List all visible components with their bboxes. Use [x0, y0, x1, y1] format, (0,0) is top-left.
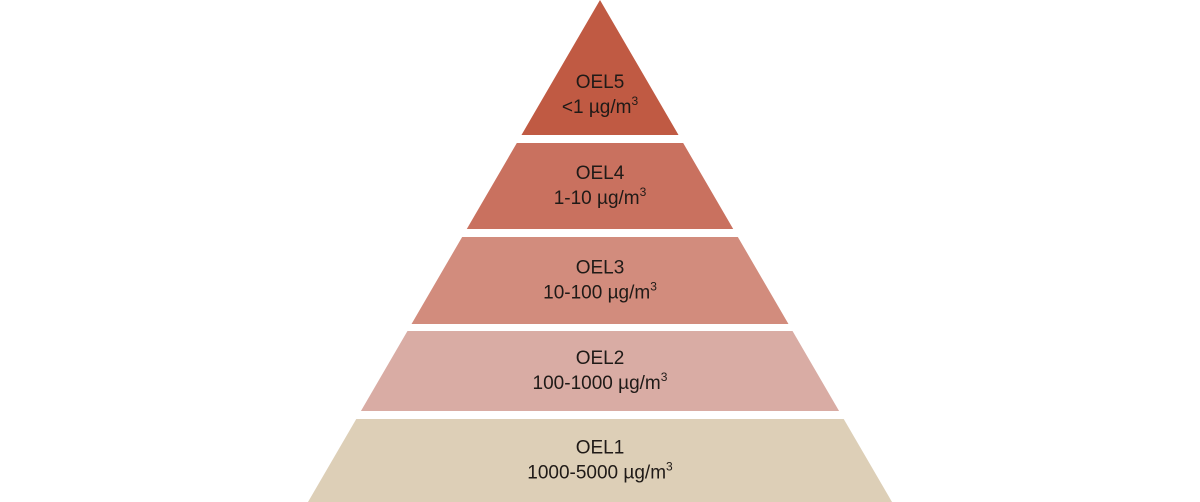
tier-range-value: <1 µg/m: [562, 97, 632, 118]
tier-level-label: OEL4: [576, 163, 625, 184]
tier-level-label: OEL5: [576, 72, 625, 93]
tier-range-label: 1000-5000 µg/m3: [527, 460, 673, 484]
tier-range-label: 10-100 µg/m3: [543, 280, 657, 304]
tier-unit-exponent: 3: [640, 185, 647, 199]
pyramid-tier-oel3: [411, 237, 789, 324]
tier-unit-exponent: 3: [666, 460, 673, 474]
tier-range-label: <1 µg/m3: [562, 94, 639, 118]
tier-range-value: 100-1000 µg/m: [533, 373, 661, 394]
tier-label-oel5: OEL5<1 µg/m3: [562, 72, 639, 118]
tier-level-label: OEL1: [576, 438, 625, 459]
tier-range-label: 1-10 µg/m3: [554, 185, 647, 209]
tier-level-label: OEL2: [576, 348, 625, 369]
tier-range-value: 10-100 µg/m: [543, 283, 650, 304]
tier-level-label: OEL3: [576, 258, 625, 279]
tier-unit-exponent: 3: [631, 94, 638, 108]
pyramid-tier-oel4: [466, 143, 734, 229]
tier-unit-exponent: 3: [650, 280, 657, 294]
tiers-layer: [308, 0, 892, 502]
tier-range-value: 1-10 µg/m: [554, 188, 640, 209]
pyramid-tier-oel5: [521, 0, 679, 135]
tier-unit-exponent: 3: [661, 370, 668, 384]
tier-range-value: 1000-5000 µg/m: [527, 463, 666, 484]
pyramid-tier-oel2: [360, 331, 840, 411]
pyramid-tier-oel1: [308, 419, 892, 502]
tier-range-label: 100-1000 µg/m3: [533, 370, 668, 394]
